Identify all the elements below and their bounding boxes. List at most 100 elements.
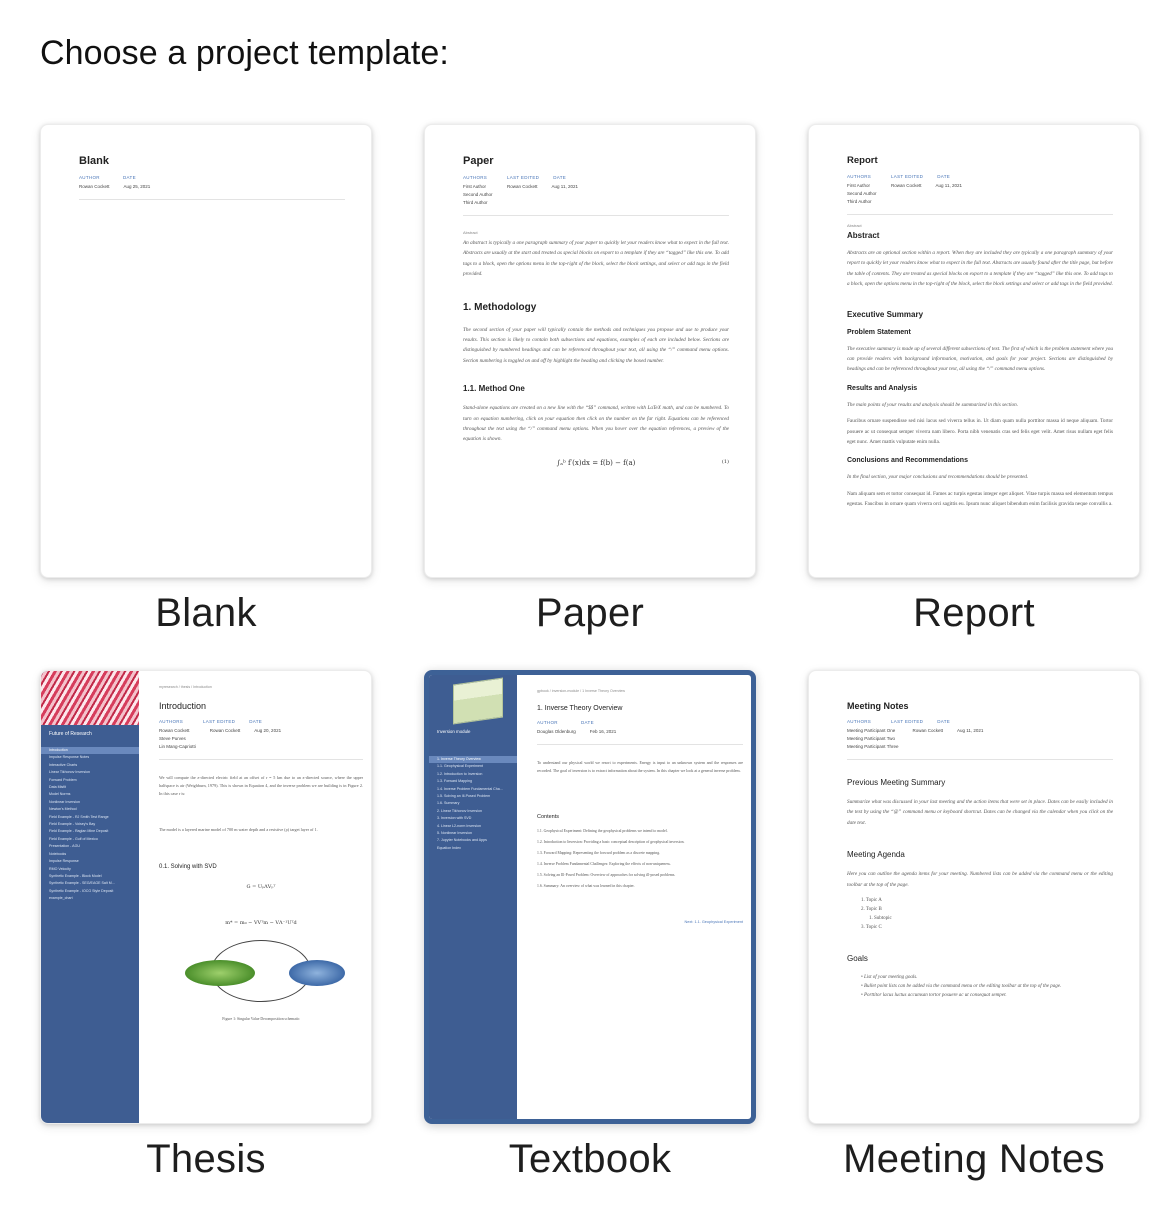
template-report[interactable]: Report AUTHORS LAST EDITED DATE First Au… (808, 124, 1140, 636)
contents-item: 1.3. Forward Mapping: Representing the f… (537, 851, 661, 855)
contents-item: 1.5. Solving an Ill-Posed Problem: Overv… (537, 873, 676, 877)
template-label[interactable]: Paper (535, 591, 645, 635)
nav-item: Field Example - Gulf of Mexico (49, 836, 98, 841)
nav-item: Introduction (41, 747, 139, 755)
meta-value: Aug 11, 2021 (551, 184, 578, 189)
nav-item: Newton's Method (49, 807, 77, 812)
meta-value: Lin Mang-Capriotti (159, 744, 196, 749)
nav-item: Equation Index (437, 845, 461, 850)
template-preview-report[interactable]: Report AUTHORS LAST EDITED DATE First Au… (808, 124, 1140, 578)
nav-item: Field Example - Raglan Mine Deposit (49, 829, 109, 834)
template-blank[interactable]: Blank AUTHOR DATE Rowan Cockett Aug 25, … (40, 124, 372, 636)
module-cube-icon (453, 677, 503, 725)
preview-title: 1. Inverse Theory Overview (537, 705, 623, 712)
template-preview-blank[interactable]: Blank AUTHOR DATE Rowan Cockett Aug 25, … (40, 124, 372, 578)
divider (847, 214, 1113, 215)
section-text: Here you can outline the agenda items fo… (847, 871, 1113, 888)
meta-label: AUTHORS (463, 175, 488, 180)
meta-value: Meeting Participant One (847, 728, 896, 733)
preview-title: Blank (79, 155, 109, 167)
meta-label: AUTHOR (537, 720, 558, 725)
nav-item: Synthetic Example - SEG/EAGE Salt M... (49, 881, 115, 886)
template-preview-textbook[interactable]: Inversion module 1. Inverse Theory Overv… (424, 670, 756, 1124)
meta-label: LAST EDITED (507, 175, 540, 180)
nav-item: 1. Inverse Theory Overview (429, 756, 517, 764)
nav-item: example_chart (49, 896, 73, 901)
meta-label: AUTHORS (159, 719, 184, 724)
template-label[interactable]: Thesis (146, 1137, 266, 1181)
divider (159, 759, 363, 760)
meta-value: Rowan Cockett (912, 728, 943, 733)
template-label[interactable]: Blank (155, 591, 257, 635)
contents-heading: Contents (537, 814, 560, 820)
section-heading: Previous Meeting Summary (847, 778, 946, 787)
breadcrumb: myresearch / thesis / Introduction (159, 685, 212, 689)
goal-item: • Bullet point lists can be added via th… (861, 984, 1062, 990)
agenda-item: 2. Topic B (861, 907, 882, 913)
nav-item: 1.6. Summary (437, 801, 460, 806)
nav-item: Model Norms (49, 792, 71, 797)
nav-item: 1.5. Solving an Ill-Posed Problem (437, 794, 491, 799)
section-text: Summarize what was discussed in your las… (847, 799, 1113, 826)
meta-label: DATE (123, 175, 136, 180)
next-link[interactable]: Next: 1.1. Geophysical Experiment (684, 920, 743, 924)
template-meeting-notes[interactable]: Meeting Notes AUTHORS LAST EDITED DATE M… (808, 670, 1140, 1182)
meta-label: DATE (937, 174, 951, 179)
section-heading: 1. Methodology (463, 301, 537, 313)
subsection-heading: 1.1. Method One (463, 384, 525, 394)
subsection-heading: Results and Analysis (847, 384, 918, 392)
agenda-item: 1. Subtopic (869, 916, 892, 922)
subsection-heading: Problem Statement (847, 328, 911, 336)
meta-value: Rowan Cockett (891, 183, 922, 188)
meta-label: AUTHOR (79, 175, 100, 180)
meta-value: Aug 11, 2021 (935, 183, 962, 188)
nav-item: Linear Tikhonov Inversion (49, 770, 90, 775)
meta-label: LAST EDITED (891, 174, 924, 179)
section-heading: Executive Summary (847, 309, 924, 319)
breadcrumb: gpbook / inversion-module / 1 Inverse Th… (537, 689, 626, 693)
template-label[interactable]: Meeting Notes (843, 1137, 1105, 1181)
subsection-heading: 0.1. Solving with SVD (159, 864, 217, 870)
equation: G = UₚΛVₚᵀ (246, 884, 276, 890)
meta-value: Aug 11, 2021 (956, 728, 984, 733)
equation-text: ∫ₐᵇ f′(x)dx = f(b) − f(a) (556, 458, 636, 467)
meta-label: LAST EDITED (891, 719, 924, 724)
template-label[interactable]: Textbook (508, 1137, 672, 1181)
project-name: Future of Research (49, 731, 92, 737)
nav-item: Field Example - RJ Smith Test Range (49, 814, 109, 819)
meta-label: DATE (553, 175, 567, 180)
template-preview-meeting-notes[interactable]: Meeting Notes AUTHORS LAST EDITED DATE M… (808, 670, 1140, 1124)
template-preview-paper[interactable]: Paper AUTHORS LAST EDITED DATE First Aut… (424, 124, 756, 578)
subsection-heading: Conclusions and Recommendations (847, 457, 968, 465)
meta-value: Feb 16, 2021 (589, 729, 617, 734)
meta-value: Rowan Cockett (79, 184, 110, 189)
section-text: The executive summary is made up of seve… (847, 345, 1113, 373)
nav-item: Field Example - Voisey's Bay (49, 822, 96, 827)
nav-item: 2. Linear Tikhonov Inversion (437, 808, 482, 813)
abstract-text: Abstracts are an optional section within… (847, 250, 1113, 288)
section-text: In the final section, your major conclus… (847, 474, 1029, 481)
meta-value: Second Author (463, 192, 493, 197)
goal-item: • Porttitor lacus luctus accumsan tortor… (861, 993, 1007, 999)
nav-item: Interactive Charts (49, 762, 78, 767)
nav-item: Forward Problem (49, 777, 77, 782)
template-paper[interactable]: Paper AUTHORS LAST EDITED DATE First Aut… (424, 124, 756, 636)
page-title: Choose a project template: (40, 34, 449, 72)
nav-item: 1.1. Geophysical Experiment (437, 764, 483, 769)
meta-value: Steve Purves (159, 736, 186, 741)
banner-image (41, 671, 139, 725)
nav-item: Impulse Response Notes (49, 755, 90, 760)
template-label[interactable]: Report (913, 591, 1035, 635)
divider (537, 744, 743, 745)
divider (847, 759, 1113, 760)
abstract-tag: Abstract (463, 230, 478, 235)
preview-title: Introduction (159, 701, 207, 711)
preview-title: Meeting Notes (847, 701, 909, 711)
meta-value: Meeting Participant Two (847, 736, 895, 741)
template-textbook[interactable]: Inversion module 1. Inverse Theory Overv… (424, 670, 756, 1182)
nav-item: Nonlinear Inversion (49, 799, 80, 804)
